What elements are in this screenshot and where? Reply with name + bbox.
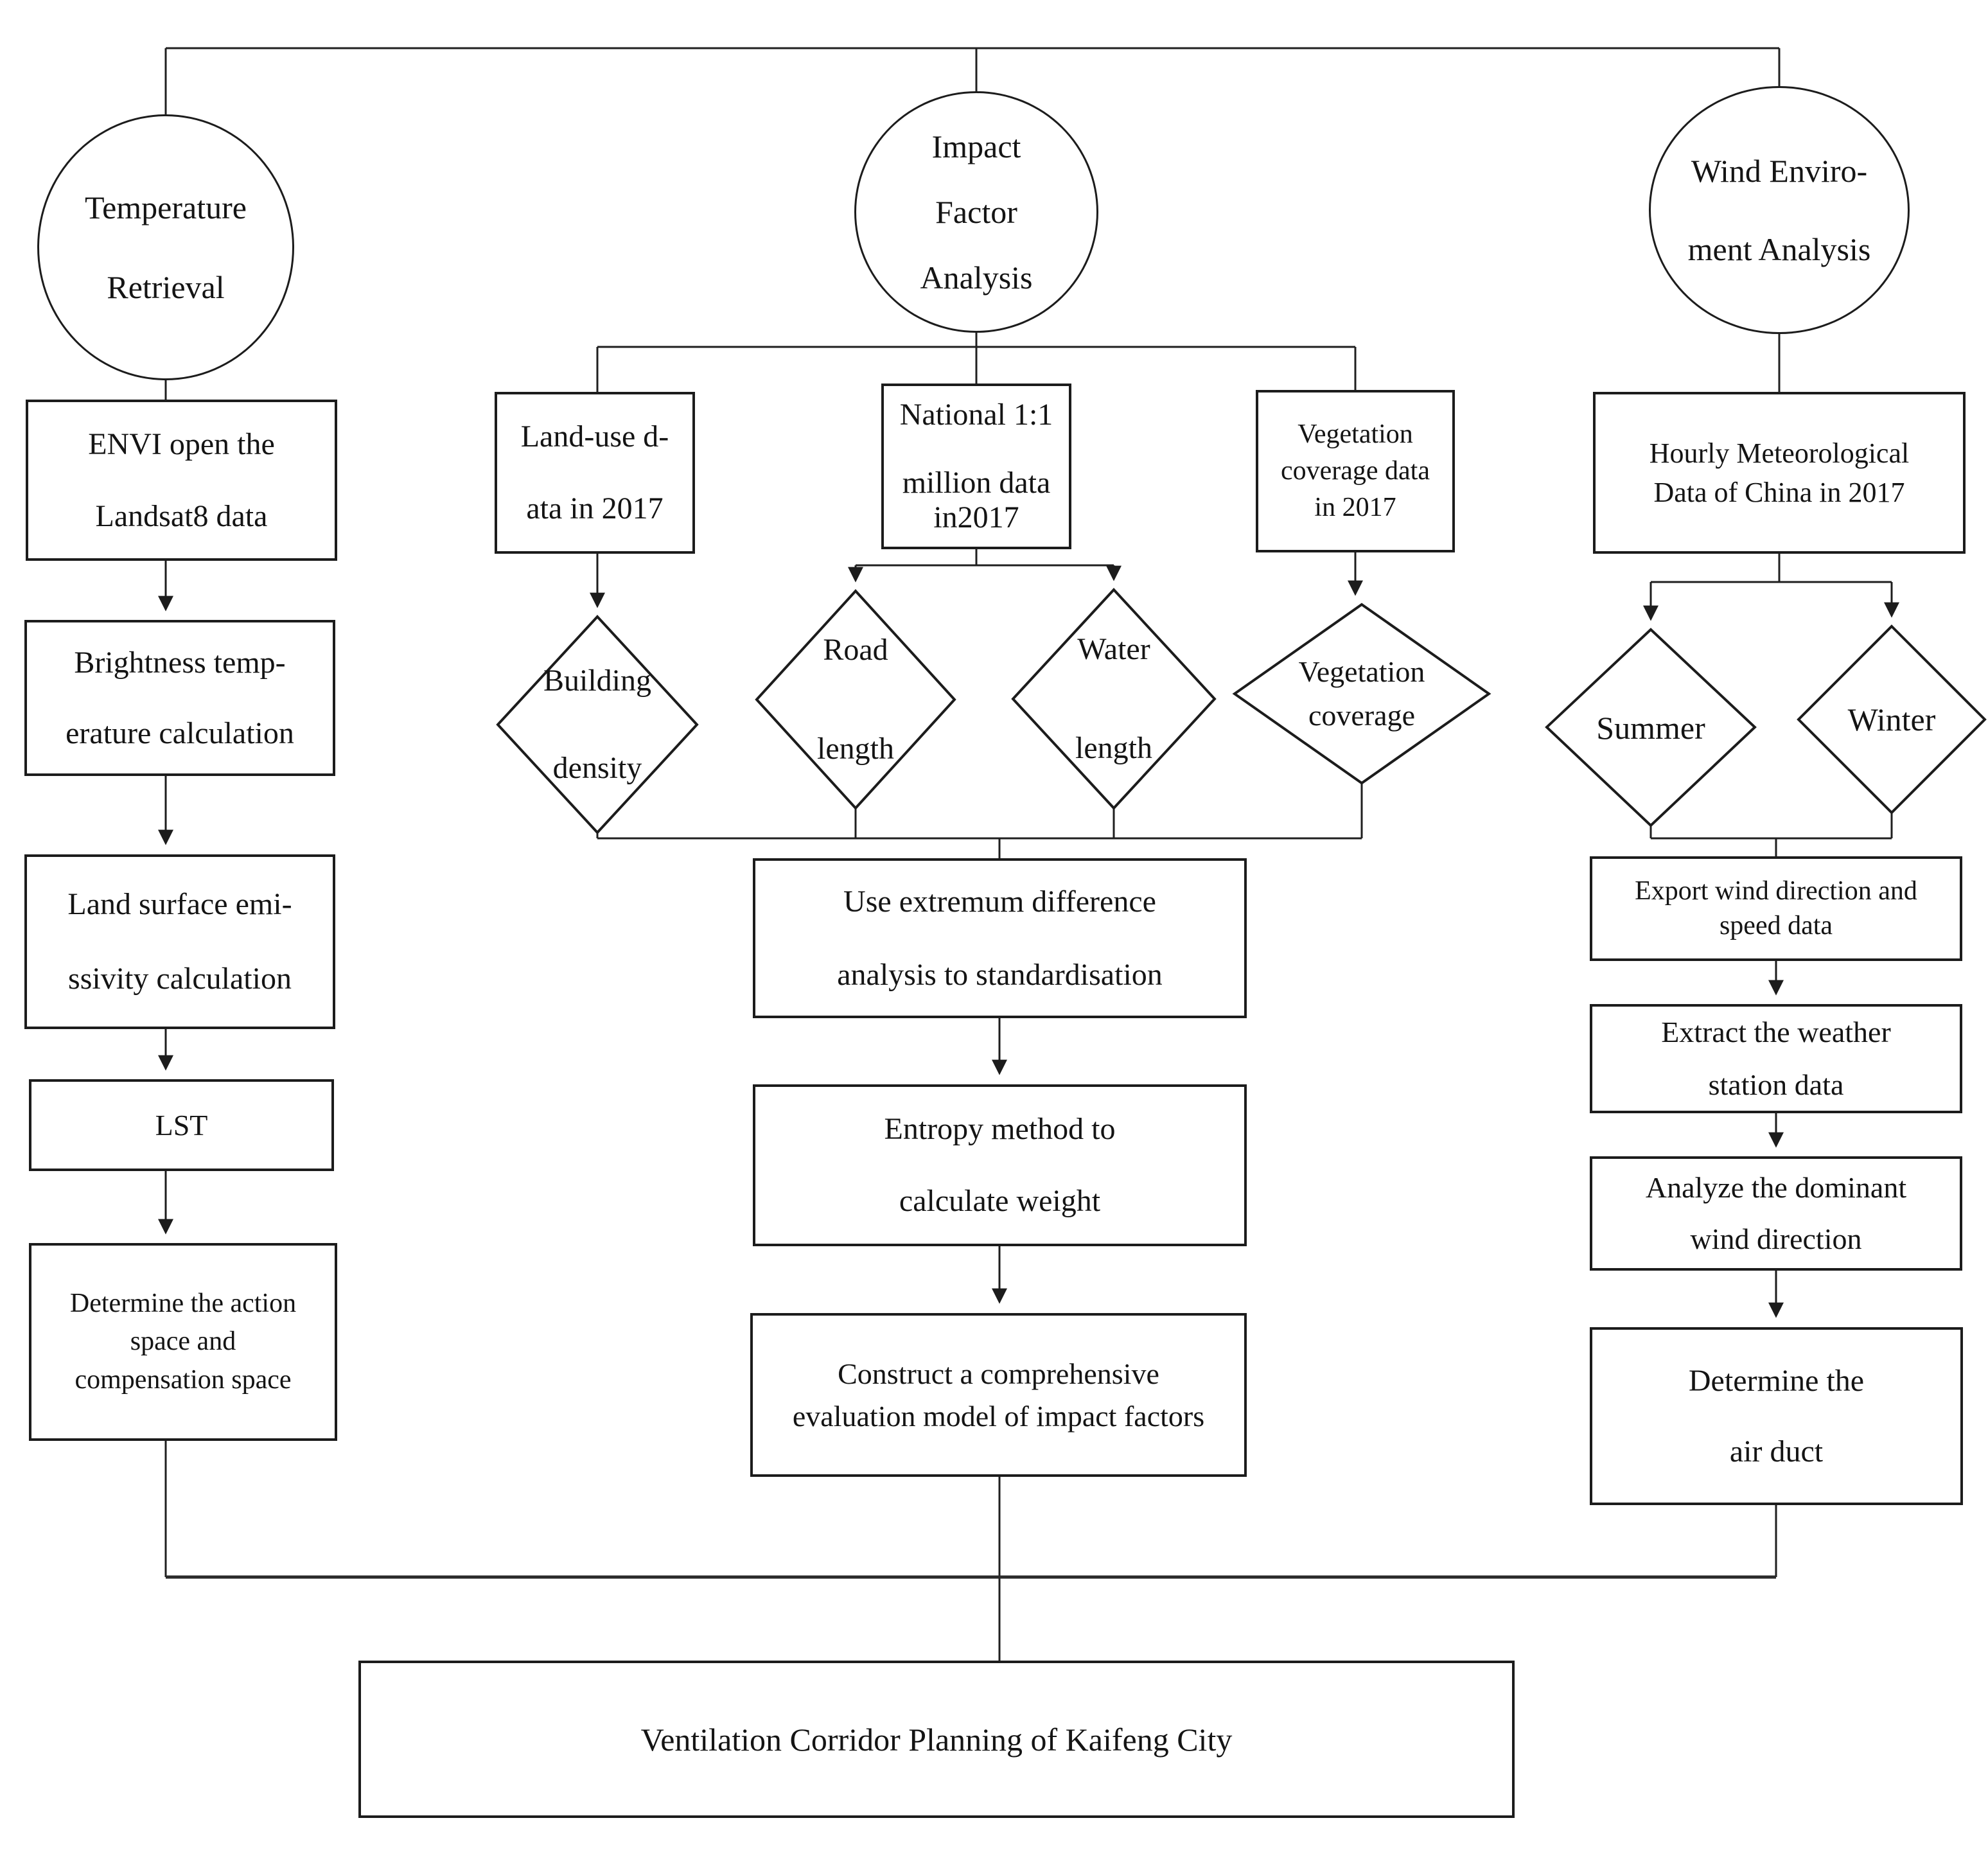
water-length-diamond [1011,588,1217,810]
node-water-length: Water length [1013,590,1215,808]
node-extremum-standardisation: Use extremum difference analysis to stan… [753,858,1247,1018]
diamond-shapes [496,588,1987,834]
entropy-line1: Entropy method to [884,1112,1116,1147]
national-line1: National 1:1 [899,398,1053,432]
vegetation-data-line2: coverage data [1280,455,1430,486]
water-length-line1: Water [1077,632,1150,667]
node-land-surface-emissivity: Land surface emi- ssivity calculation [24,854,335,1029]
action-space-line3: compensation space [75,1364,292,1395]
ventilation-line1: Ventilation Corridor Planning of Kaifeng… [640,1721,1233,1758]
extract-station-line2: station data [1708,1068,1844,1101]
vegetation-coverage-line1: Vegetation [1298,655,1425,689]
road-length-line1: Road [823,633,888,667]
construct-line2: evaluation model of impact factors [792,1399,1205,1433]
node-action-compensation-space: Determine the action space and compensat… [29,1243,337,1441]
land-use-line2: ata in 2017 [526,491,664,525]
extract-station-line1: Extract the weather [1661,1016,1891,1049]
winter-diamond [1797,624,1987,815]
extremum-line1: Use extremum difference [843,884,1156,919]
brightness-line2: erature calculation [66,716,294,750]
wind-environment-line1: Wind Enviro- [1691,153,1868,189]
building-density-line1: Building [543,664,652,698]
summer-line1: Summer [1596,709,1705,746]
vegetation-data-line1: Vegetation [1297,419,1413,449]
construct-line1: Construct a comprehensive [838,1357,1159,1390]
node-national-million-data: National 1:1 million data in2017 [881,384,1071,549]
air-duct-line2: air duct [1729,1434,1824,1469]
node-hourly-meteorological-data: Hourly Meteorological Data of China in 2… [1593,392,1966,554]
water-length-line2: length [1075,731,1152,765]
node-lst: LST [29,1079,334,1171]
analyze-wind-line2: wind direction [1690,1222,1862,1255]
node-wind-environment-analysis: Wind Enviro- ment Analysis [1649,86,1910,334]
brightness-line1: Brightness temp- [74,645,286,680]
export-wind-line1: Export wind direction and [1635,876,1917,906]
node-envi-open-landsat8: ENVI open the Landsat8 data [26,400,337,561]
extremum-line2: analysis to standardisation [837,957,1163,992]
land-surface-line1: Land surface emi- [67,887,292,922]
hourly-line2: Data of China in 2017 [1653,477,1905,508]
impact-factor-line3: Analysis [920,260,1033,295]
winter-line1: Winter [1847,701,1936,737]
node-analyze-dominant-wind: Analyze the dominant wind direction [1590,1156,1962,1271]
node-building-density: Building density [498,617,697,833]
wind-environment-line2: ment Analysis [1687,231,1871,267]
node-land-use-data: Land-use d- ata in 2017 [495,392,695,554]
node-entropy-weight: Entropy method to calculate weight [753,1084,1247,1246]
road-length-diamond [755,589,956,810]
node-export-wind-data: Export wind direction and speed data [1590,856,1962,961]
national-line2: million data [902,466,1051,500]
land-surface-line2: ssivity calculation [68,962,292,996]
node-summer: Summer [1547,630,1755,825]
analyze-wind-line1: Analyze the dominant [1645,1171,1907,1204]
arrow-connectors [158,552,1899,1318]
lst-line1: LST [155,1108,208,1142]
node-impact-factor-analysis: Impact Factor Analysis [854,91,1098,333]
land-use-line1: Land-use d- [520,419,669,454]
air-duct-line1: Determine the [1688,1363,1865,1398]
node-brightness-temperature: Brightness temp- erature calculation [24,620,335,776]
hourly-line1: Hourly Meteorological [1649,437,1910,469]
envi-line2: Landsat8 data [95,498,268,533]
plain-connectors [164,47,1893,1661]
entropy-line2: calculate weight [899,1184,1101,1218]
export-wind-line2: speed data [1719,910,1833,940]
summer-diamond [1545,628,1757,827]
envi-line1: ENVI open the [88,427,275,461]
node-vegetation-coverage-data: Vegetation coverage data in 2017 [1256,390,1455,552]
road-length-line2: length [817,732,894,766]
vegetation-coverage-diamond [1232,603,1491,785]
action-space-line2: space and [130,1327,236,1357]
node-vegetation-coverage: Vegetation coverage [1235,604,1489,783]
temperature-retrieval-line1: Temperature [85,190,247,225]
impact-factor-line1: Impact [931,128,1021,164]
node-determine-air-duct: Determine the air duct [1590,1327,1963,1505]
node-extract-weather-station: Extract the weather station data [1590,1004,1962,1113]
building-density-line2: density [552,751,642,785]
vegetation-coverage-line2: coverage [1308,699,1415,732]
node-temperature-retrieval: Temperature Retrieval [37,114,294,380]
node-road-length: Road length [757,591,954,808]
impact-factor-line2: Factor [935,194,1017,230]
vegetation-data-line3: in 2017 [1314,493,1396,523]
temperature-retrieval-line2: Retrieval [107,269,225,305]
national-line3: in2017 [933,500,1019,534]
node-winter: Winter [1799,626,1985,813]
action-space-line1: Determine the action [69,1289,297,1319]
node-ventilation-corridor-planning: Ventilation Corridor Planning of Kaifeng… [358,1661,1515,1818]
node-construct-evaluation-model: Construct a comprehensive evaluation mod… [750,1313,1247,1477]
building-density-diamond [496,615,699,834]
